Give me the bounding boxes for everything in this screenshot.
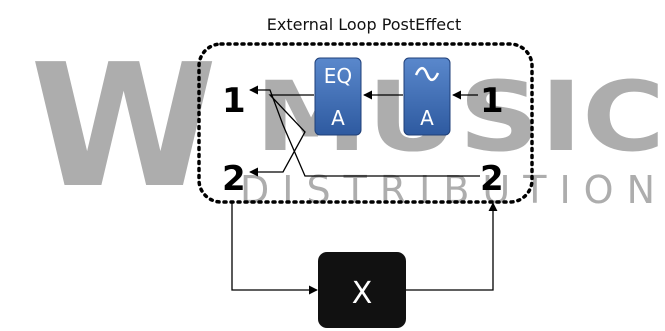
filter-block: A [403, 57, 451, 136]
loop-title: External Loop PostEffect [267, 15, 461, 34]
right-port-1: 1 [480, 81, 504, 121]
external-block-label: X [352, 276, 373, 311]
arrow-eq-to-out2 [249, 94, 314, 177]
left-port-2: 2 [222, 159, 246, 199]
right-port-2: 2 [480, 159, 504, 199]
arrow-in2-to-out1 [249, 85, 480, 177]
loop-boundary [197, 42, 534, 204]
left-port-1: 1 [222, 81, 246, 121]
watermark-subword: DISTRIBUTION [240, 168, 655, 212]
external-block: X [318, 252, 406, 328]
eq-block-channel: A [331, 106, 345, 130]
signal-paths [249, 85, 480, 177]
eq-block-label: EQ [324, 64, 352, 88]
wave-icon [414, 66, 440, 82]
watermark-logo: W [30, 28, 218, 226]
external-path [231, 202, 498, 295]
arrow-x-to-return [406, 202, 498, 291]
arrow-send-to-x [231, 203, 318, 295]
filter-block-channel: A [420, 106, 434, 130]
eq-block: EQ A [314, 57, 362, 136]
